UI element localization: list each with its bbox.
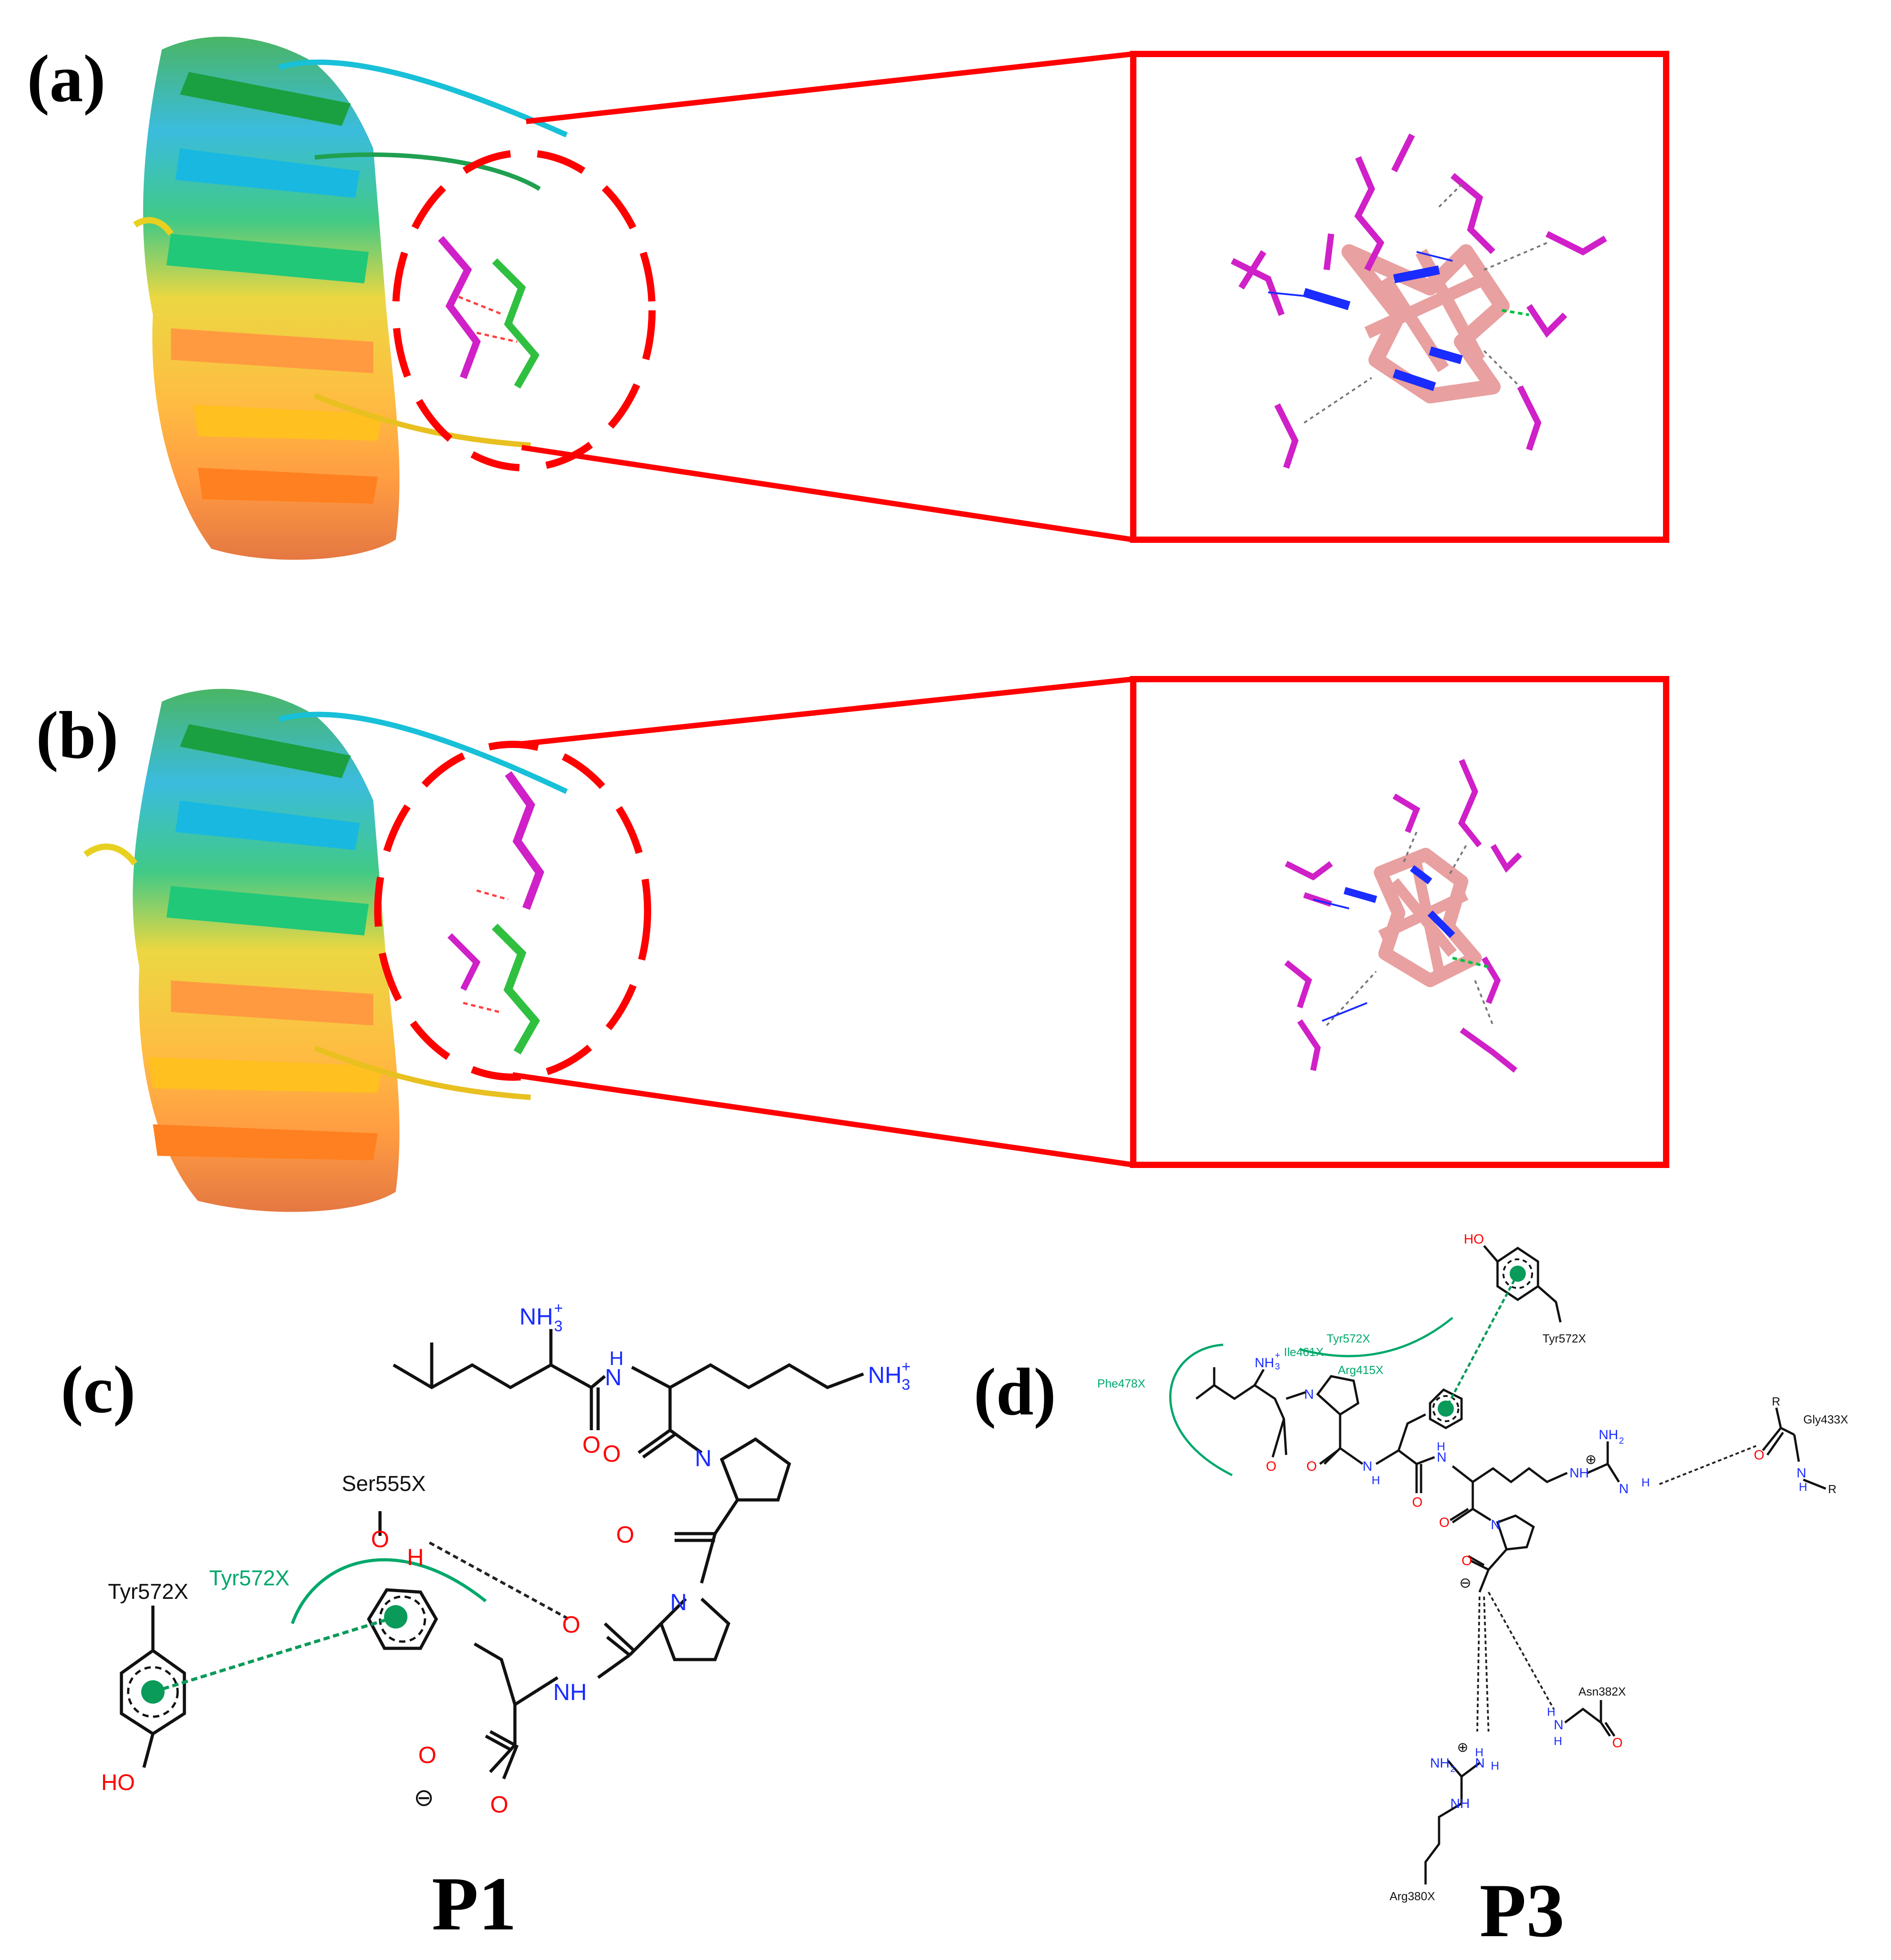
residue-label-phe478: Phe478X [1097,1377,1145,1390]
svg-text:⊖: ⊖ [414,1784,434,1811]
svg-text:H: H [1641,1476,1650,1489]
svg-text:O: O [1266,1459,1276,1474]
peptide-name-p1: P1 [432,1862,517,1946]
svg-text:HO: HO [101,1770,135,1795]
p1-aromatic-inner [127,1595,426,1718]
svg-text:H: H [1554,1734,1562,1748]
zoom-content-a [1230,133,1607,469]
svg-text:H: H [407,1544,424,1571]
svg-text:NH: NH [553,1679,587,1705]
residue-label-ser555: Ser555X [342,1472,426,1496]
svg-text:NH: NH [868,1362,902,1388]
callout-lines-b [512,676,1134,1168]
p3-atoms: HO NH + 3 N O O N H O N H O N O ⊖ NH NH … [1255,1232,1837,1811]
svg-text:2: 2 [1450,1764,1455,1774]
svg-text:O: O [562,1612,580,1638]
p1-interactions [141,1541,570,1704]
svg-text:O: O [371,1526,389,1553]
svg-text:N: N [1554,1718,1564,1732]
svg-text:N: N [1797,1466,1806,1481]
svg-text:H: H [1372,1473,1380,1487]
svg-text:⊕: ⊕ [1457,1740,1468,1755]
p1-residue-labels: Ser555X Tyr572X Tyr572X [108,1472,426,1604]
svg-text:HO: HO [1464,1232,1484,1247]
panel-c-label: (c) [61,1352,135,1427]
svg-text:3: 3 [1275,1362,1280,1372]
peptide-name-p3: P3 [1480,1868,1565,1953]
svg-text:N: N [1491,1517,1501,1532]
svg-text:+: + [1275,1351,1280,1360]
svg-text:N: N [670,1589,687,1615]
svg-text:⊕: ⊕ [1585,1452,1596,1467]
svg-text:O: O [1612,1736,1623,1750]
p1-atoms: NH + 3 NH + 3 N H O O N O N O NH O O ⊖ O… [101,1300,911,1818]
svg-text:+: + [554,1300,563,1317]
svg-text:R: R [1772,1395,1780,1408]
svg-text:O: O [1439,1515,1449,1530]
svg-text:+: + [902,1358,911,1375]
svg-text:NH: NH [519,1304,553,1330]
svg-text:H: H [609,1347,624,1369]
panel-d-label: (d) [974,1355,1056,1429]
svg-text:N: N [1619,1481,1629,1496]
svg-text:O: O [1412,1495,1422,1510]
p3-bonds [1195,1245,1826,1884]
svg-text:NH: NH [1255,1356,1274,1370]
residue-label-asn382: Asn382X [1578,1685,1626,1698]
svg-text:R: R [1828,1482,1837,1496]
svg-text:H: H [1475,1745,1484,1759]
residue-label-tyr572-hydrophobic: Tyr572X [1327,1332,1370,1345]
svg-text:N: N [605,1365,622,1391]
svg-text:O: O [490,1792,508,1818]
svg-text:N: N [1304,1387,1314,1402]
svg-text:O: O [616,1522,634,1548]
panel-d: (d) [974,1232,1848,1953]
residue-label-arg380: Arg380X [1390,1889,1435,1903]
residue-label-gly433: Gly433X [1803,1413,1848,1426]
svg-text:O: O [582,1432,600,1458]
p3-residue-labels: Tyr572X Ile461X Arg415X Phe478X Tyr572X … [1097,1332,1848,1903]
protein-structure-a [133,36,568,560]
panel-b: (b) [36,676,1669,1212]
protein-structure-b [83,689,568,1212]
svg-text:N: N [1437,1450,1447,1465]
zoom-content-b [1284,759,1522,1073]
panel-a-label: (a) [27,41,106,116]
residue-label-tyr572-hydrophobic: Tyr572X [209,1566,290,1590]
svg-text:H: H [1547,1705,1556,1718]
svg-text:N: N [1475,1756,1485,1771]
svg-text:O: O [418,1742,436,1768]
svg-text:⊖: ⊖ [1459,1575,1471,1591]
panel-a: (a) [27,36,1669,560]
p1-bonds [120,1329,864,1780]
panel-b-label: (b) [36,698,118,773]
p3-interactions [1169,1266,1757,1732]
binding-site-circle-a [392,149,656,471]
svg-text:2: 2 [1619,1436,1624,1446]
svg-text:O: O [1306,1459,1317,1474]
callout-lines-a [521,51,1134,542]
residue-label-ile461: Ile461X [1284,1345,1323,1359]
svg-text:N: N [1363,1459,1372,1474]
svg-text:H: H [1491,1759,1499,1772]
svg-text:3: 3 [554,1318,563,1335]
svg-text:NH: NH [1569,1466,1589,1481]
residue-label-tyr572-pi: Tyr572X [1542,1332,1586,1345]
svg-text:NH: NH [1450,1796,1470,1811]
svg-text:O: O [1754,1448,1764,1463]
svg-text:3: 3 [902,1376,910,1393]
svg-text:H: H [1799,1480,1807,1494]
panel-c: (c) [61,1300,911,1946]
svg-text:N: N [695,1445,712,1472]
svg-text:O: O [603,1441,621,1467]
svg-text:H: H [1437,1440,1445,1453]
p3-aromatic-inner [1432,1258,1533,1422]
residue-label-arg415: Arg415X [1338,1363,1383,1377]
residue-label-tyr572: Tyr572X [108,1580,188,1604]
svg-text:NH: NH [1430,1756,1449,1771]
svg-text:NH: NH [1599,1427,1618,1442]
svg-text:O: O [1462,1553,1472,1568]
binding-site-circle-b [374,741,651,1081]
